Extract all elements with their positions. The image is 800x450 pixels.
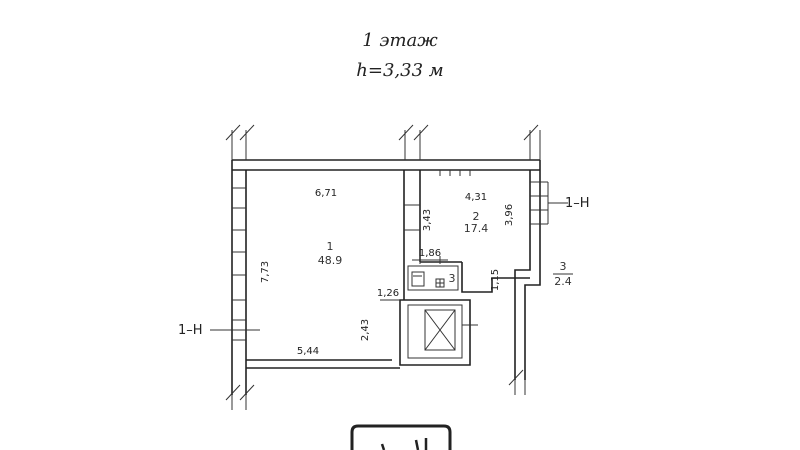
dim-room1-inner: 2,43 <box>360 319 371 341</box>
section-label-right: 1–Н <box>565 196 590 211</box>
ceiling-height: h=3,33 м <box>356 60 444 81</box>
partitions <box>380 170 530 366</box>
room-labels: 1 48.9 2 17.4 3 3 2.4 <box>318 210 573 288</box>
room-1-number: 1 <box>327 240 334 253</box>
section-label-left: 1–Н <box>178 323 203 338</box>
stamp-partial <box>350 424 452 450</box>
dim-room2-left: 3,43 <box>422 209 433 231</box>
section-markers: 1–Н 1–Н <box>178 196 590 338</box>
room-3b-number: 3 <box>560 260 567 273</box>
dim-room2-top: 4,31 <box>465 192 487 203</box>
dim-room2-step: 1,15 <box>490 269 501 291</box>
dim-room1-top: 6,71 <box>315 188 337 199</box>
room-2-number: 2 <box>473 210 480 223</box>
room-2-area: 17.4 <box>464 222 489 235</box>
dim-room1-side: 7,73 <box>260 261 271 283</box>
outer-walls <box>225 124 549 410</box>
room-1-area: 48.9 <box>318 254 343 267</box>
dim-room2-right: 3,96 <box>504 204 515 226</box>
dim-room1-step: 1,26 <box>377 288 399 299</box>
floor-title: 1 этаж <box>362 30 438 51</box>
room-3-number: 3 <box>449 272 456 285</box>
dim-room1-bottom: 5,44 <box>297 346 319 357</box>
dimension-labels: 6,71 7,73 5,44 2,43 1,26 4,31 3,43 3,96 … <box>260 188 515 357</box>
room-3b-area: 2.4 <box>554 275 572 288</box>
dim-wc-width: 1,86 <box>419 248 441 259</box>
